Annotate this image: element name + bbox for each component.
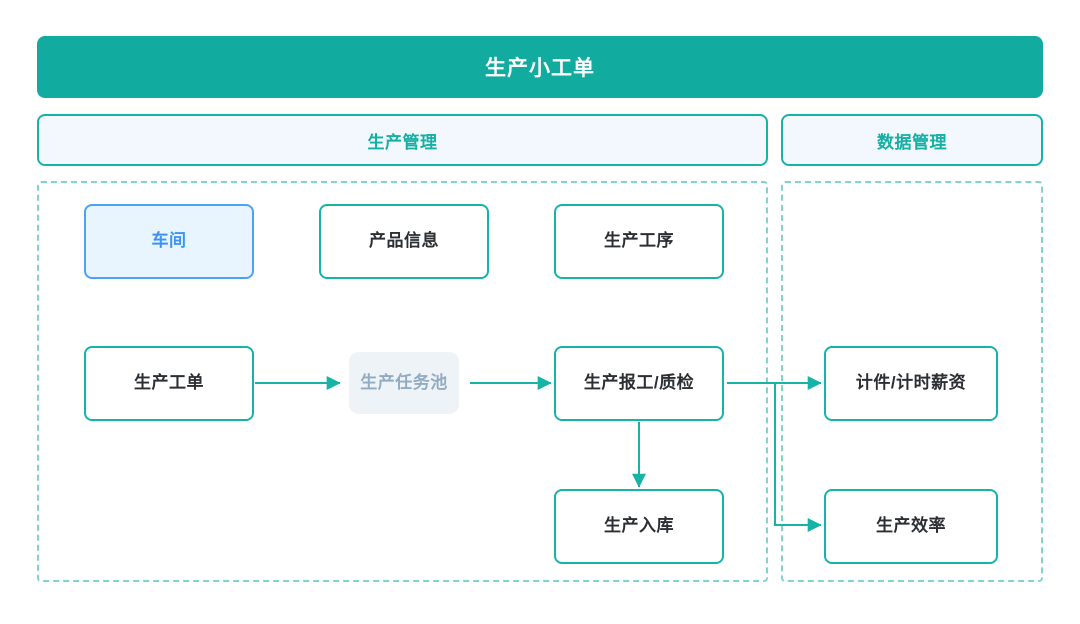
- page-title: 生产小工单: [485, 57, 595, 80]
- node-workshop-label: 车间: [151, 231, 187, 251]
- tab-data-management-label: 数据管理: [877, 132, 947, 152]
- node-product-info[interactable]: 产品信息: [319, 204, 489, 279]
- node-report-qc[interactable]: 生产报工/质检: [554, 346, 724, 421]
- node-stock-in-label: 生产入库: [604, 516, 674, 536]
- panel-data-management: [781, 181, 1043, 582]
- node-task-pool-label: 生产任务池: [360, 372, 448, 392]
- node-production-process-label: 生产工序: [604, 231, 674, 251]
- node-task-pool[interactable]: 生产任务池: [349, 352, 459, 414]
- page-header-banner: 生产小工单: [37, 36, 1043, 98]
- node-stock-in[interactable]: 生产入库: [554, 489, 724, 564]
- node-piece-time-wage[interactable]: 计件/计时薪资: [824, 346, 998, 421]
- node-production-efficiency-label: 生产效率: [876, 516, 946, 536]
- node-report-qc-label: 生产报工/质检: [583, 373, 695, 393]
- tab-data-management[interactable]: 数据管理: [781, 114, 1043, 166]
- node-work-order[interactable]: 生产工单: [84, 346, 254, 421]
- node-product-info-label: 产品信息: [369, 231, 439, 251]
- node-production-efficiency[interactable]: 生产效率: [824, 489, 998, 564]
- node-workshop[interactable]: 车间: [84, 204, 254, 279]
- panel-production-management: [37, 181, 768, 582]
- node-work-order-label: 生产工单: [134, 373, 204, 393]
- tab-production-management[interactable]: 生产管理: [37, 114, 768, 166]
- tab-production-management-label: 生产管理: [367, 132, 438, 152]
- node-piece-time-wage-label: 计件/计时薪资: [855, 373, 967, 393]
- node-production-process[interactable]: 生产工序: [554, 204, 724, 279]
